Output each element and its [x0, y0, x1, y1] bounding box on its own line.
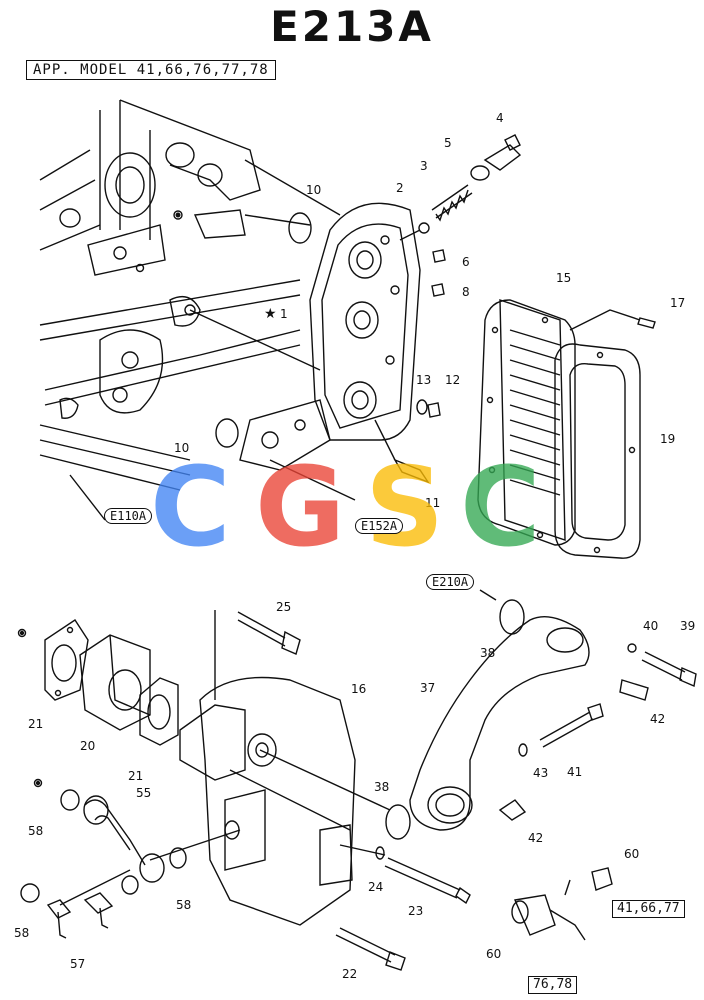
gasket-part-10-lower	[215, 418, 239, 448]
part-number-label: 21	[28, 717, 43, 731]
bolt-part-41	[539, 703, 604, 748]
stud-part-23	[384, 857, 461, 899]
part-number-label: 41	[567, 765, 582, 779]
gasket-part-10-upper	[288, 212, 312, 244]
part-number-label: 19	[660, 432, 675, 446]
elbow-part-37	[409, 616, 590, 831]
part-number-label: 37	[420, 681, 435, 695]
part-number-label: 12	[445, 373, 460, 387]
part-number-label: 42	[650, 712, 665, 726]
part-number-label: 8	[462, 285, 470, 299]
ref-label-e152a: E152A	[355, 518, 404, 534]
drain-valve-part-60	[511, 879, 586, 941]
watermark-letter-s: S	[365, 443, 444, 571]
watermark-letter-c2: C	[460, 443, 541, 571]
part-number-label: 10	[174, 441, 189, 455]
part-number-label: 60	[624, 847, 639, 861]
ref-label-e210a: E210A	[426, 574, 475, 590]
part-number-label: 11	[425, 496, 440, 510]
part-number-label: 55	[136, 786, 151, 800]
watermark: C G S C	[150, 443, 541, 571]
washer-part-58-d	[20, 883, 40, 903]
part-number-label: 42	[528, 831, 543, 845]
part-number-label: 24	[368, 880, 383, 894]
washer-part-43	[518, 743, 528, 757]
gasket-part-21-left	[44, 619, 89, 701]
model-note-valve: 76,78	[528, 976, 578, 994]
watermark-letter-c1: C	[150, 443, 231, 571]
washer-part-40	[627, 643, 637, 653]
relief-valve-stack	[399, 134, 522, 241]
part-number-label: 13	[416, 373, 431, 387]
engine-block-outline	[39, 99, 301, 521]
housing-part-16	[179, 610, 356, 926]
part-number-label: 4	[496, 111, 504, 125]
watermark-letter-g: G	[255, 443, 345, 571]
applicable-models-label: APP. MODEL 41,66,76,77,78	[26, 60, 276, 80]
washer-part-58-a	[60, 789, 80, 811]
bolt-part-42-upper	[619, 679, 649, 701]
part-number-label: 16	[351, 682, 366, 696]
bolt-part-22	[335, 927, 406, 971]
small-fittings	[374, 249, 446, 484]
part-number-label: 23	[408, 904, 423, 918]
part-number-label: 15	[556, 271, 571, 285]
part-number-label: 43	[533, 766, 548, 780]
washer-part-58-b	[169, 847, 187, 869]
bolt-part-39	[641, 651, 697, 687]
part-number-labels: ★ 1 2 3 4 5 6 8 10 10 11 12 13 15 16 17 …	[14, 111, 695, 981]
cover-plate-part-1	[239, 202, 421, 471]
part-number-label: 58	[28, 824, 43, 838]
bolt-part-42-lower	[498, 799, 527, 821]
pin-part-17	[637, 317, 656, 329]
model-note-plug: 41,66,77	[612, 900, 685, 918]
part-number-label: 58	[176, 898, 191, 912]
washer-part-58-c	[121, 875, 139, 895]
part-number-label: 60	[486, 947, 501, 961]
diagram-title: E213A	[270, 2, 434, 51]
part-number-label: 22	[342, 967, 357, 981]
spacer-part-20	[79, 634, 151, 731]
part-number-label: 21	[128, 769, 143, 783]
part-number-label: 2	[396, 181, 404, 195]
part-number-label: 20	[80, 739, 95, 753]
bolt-part-25	[237, 611, 301, 655]
washer-dot	[17, 628, 27, 638]
pipe-part-55	[83, 795, 165, 883]
banjo-bolts-part-57	[46, 892, 114, 939]
part-number-label: 57	[70, 957, 85, 971]
part-number-label: 1	[280, 307, 288, 321]
part-number-label: 5	[444, 136, 452, 150]
part-number-label: 3	[420, 159, 428, 173]
part-number-label: 6	[462, 255, 470, 269]
part-number-label: 17	[670, 296, 685, 310]
oil-cooler-core-part-15	[477, 299, 576, 546]
gasket-part-21-right	[139, 677, 179, 746]
part-number-label: 25	[276, 600, 291, 614]
plug-part-60	[591, 867, 613, 891]
o-ring-part-38-upper	[499, 599, 525, 635]
part-number-label: 39	[680, 619, 695, 633]
part-number-label: 58	[14, 926, 29, 940]
o-ring-part-38-lower	[385, 804, 411, 840]
star-mark: ★	[264, 306, 277, 322]
ref-label-e110a: E110A	[104, 508, 153, 524]
part-number-label: 40	[643, 619, 658, 633]
cooler-gasket-part-19	[554, 343, 641, 559]
part-number-label: 10	[306, 183, 321, 197]
part-number-label: 38	[480, 646, 495, 660]
part-number-label: 38	[374, 780, 389, 794]
